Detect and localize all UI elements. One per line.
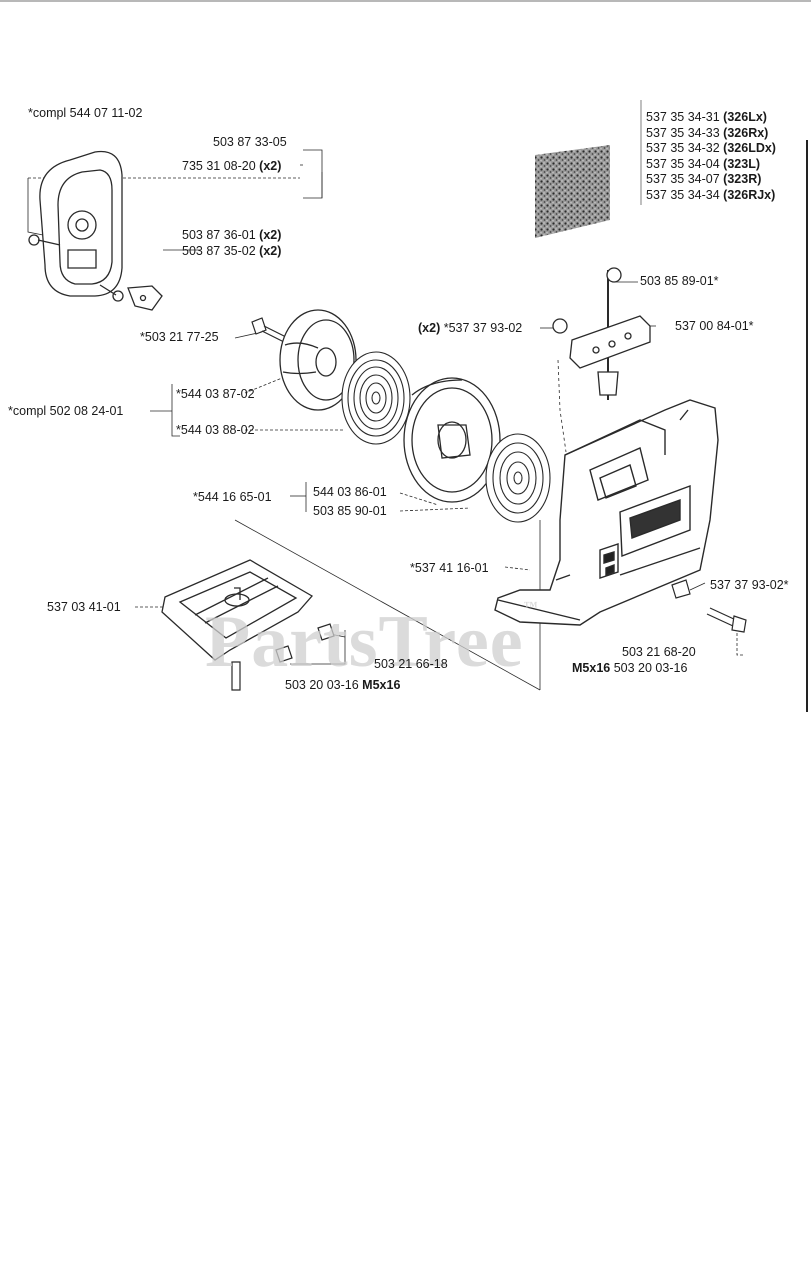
label-m5x16-503-20-03-16-right: M5x16 503 20 03-16: [572, 661, 688, 675]
model-variant-list: 537 35 34-31 (326Lx) 537 35 34-33 (326Rx…: [646, 110, 776, 204]
label-537-37-93-02: 537 37 93-02*: [710, 578, 789, 592]
label-537-41-16-01: *537 41 16-01: [410, 561, 489, 575]
air-filter-foam: [535, 145, 610, 238]
variant-row: 537 35 34-34 (326RJx): [646, 187, 776, 202]
label-503-85-89-01: 503 85 89-01*: [640, 274, 719, 288]
label-544-03-87-02: *544 03 87-02: [176, 387, 255, 401]
screws-lower: [231, 623, 335, 691]
engine-housing: [494, 399, 719, 626]
label-544-03-86-01: 544 03 86-01: [313, 485, 387, 499]
air-filter-cover: [28, 150, 163, 311]
variant-row: 537 35 34-07 (323R): [646, 172, 762, 187]
partstree-watermark: PartsTree™: [205, 600, 539, 683]
pulley-hub: [279, 309, 357, 411]
label-544-03-88-02: *544 03 88-02: [176, 423, 255, 437]
variant-row: 537 35 34-04 (323L): [646, 156, 760, 171]
rope-pulley: [403, 377, 501, 503]
scan-right-border: [806, 140, 808, 712]
label-544-16-65-01: *544 16 65-01: [193, 490, 272, 504]
label-735-31-08-20: 735 31 08-20 (x2): [182, 159, 282, 173]
variant-row: 537 35 34-33 (326Rx): [646, 125, 769, 140]
label-503-87-36-01: 503 87 36-01 (x2): [182, 228, 282, 242]
bolt-right: [671, 579, 747, 633]
label-503-21-68-20: 503 21 68-20: [622, 645, 696, 659]
label-503-21-77-25: *503 21 77-25: [140, 330, 219, 344]
throttle-handle: [552, 267, 651, 396]
base-plate: [161, 559, 314, 661]
label-503-21-66-18: 503 21 66-18: [374, 657, 448, 671]
label-537-00-84-01: 537 00 84-01*: [675, 319, 754, 333]
scan-top-edge: [0, 0, 811, 2]
label-compl-544-07-11-02: *compl 544 07 11-02: [28, 106, 143, 120]
label-503-85-90-01: 503 85 90-01: [313, 504, 387, 518]
label-503-87-35-02: 503 87 35-02 (x2): [182, 244, 282, 258]
label-537-37-93-02-x2: (x2) *537 37 93-02: [418, 321, 523, 335]
spring-housing: [485, 433, 551, 523]
label-503-87-33-05: 503 87 33-05: [213, 135, 287, 149]
recoil-spring: [341, 351, 411, 445]
variant-row: 537 35 34-31 (326Lx): [646, 110, 767, 124]
variant-row: 537 35 34-32 (326LDx): [646, 141, 776, 156]
label-compl-502-08-24-01: *compl 502 08 24-01: [8, 404, 124, 418]
label-503-20-03-16-m5x16-left: 503 20 03-16 M5x16: [285, 678, 401, 692]
label-537-03-41-01: 537 03 41-01: [47, 600, 121, 614]
